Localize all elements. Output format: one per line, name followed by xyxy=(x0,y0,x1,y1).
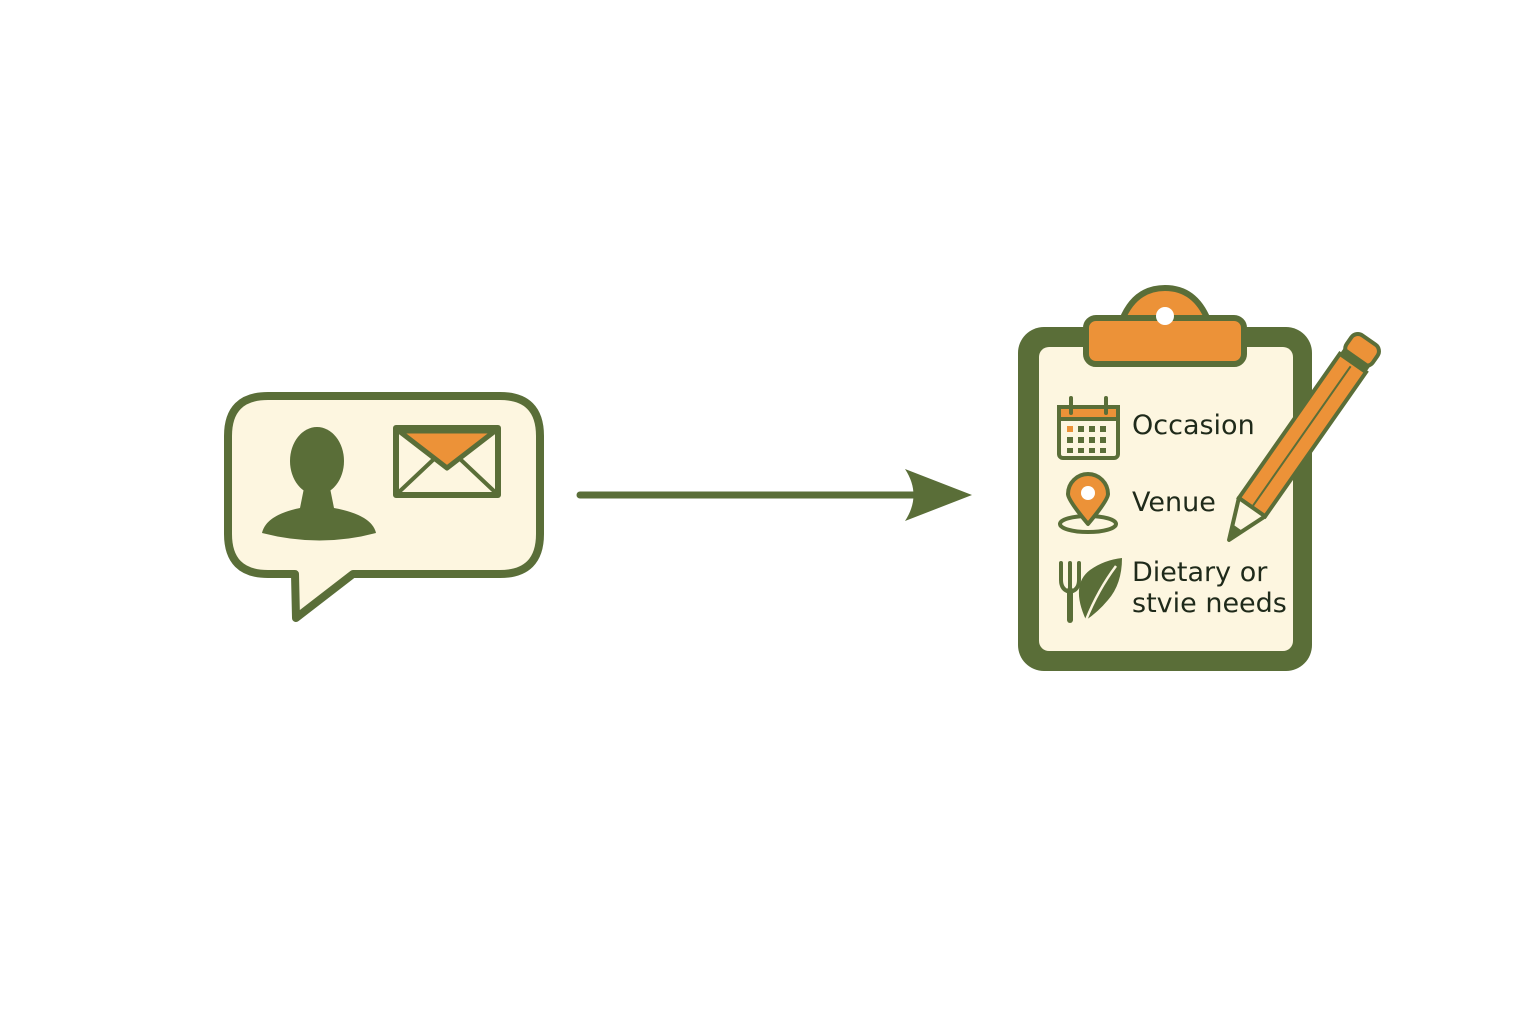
calendar-icon xyxy=(1057,396,1120,460)
flow-arrow xyxy=(576,469,972,521)
clipboard: Occasion Venue Dietary or stvie needs xyxy=(1018,285,1312,671)
item-venue-label: Venue xyxy=(1132,487,1216,518)
person-icon xyxy=(262,427,376,541)
location-pin-icon xyxy=(1058,472,1118,534)
envelope-icon xyxy=(393,425,501,498)
item-dietary-label-line1: Dietary or xyxy=(1132,557,1268,588)
fork-leaf-icon xyxy=(1059,558,1122,623)
contact-speech-bubble xyxy=(224,392,544,622)
pencil-icon xyxy=(1227,332,1381,542)
clipboard-clip xyxy=(1083,285,1247,367)
item-dietary-label-line2: stvie needs xyxy=(1132,588,1287,619)
item-occasion-label: Occasion xyxy=(1132,410,1255,441)
